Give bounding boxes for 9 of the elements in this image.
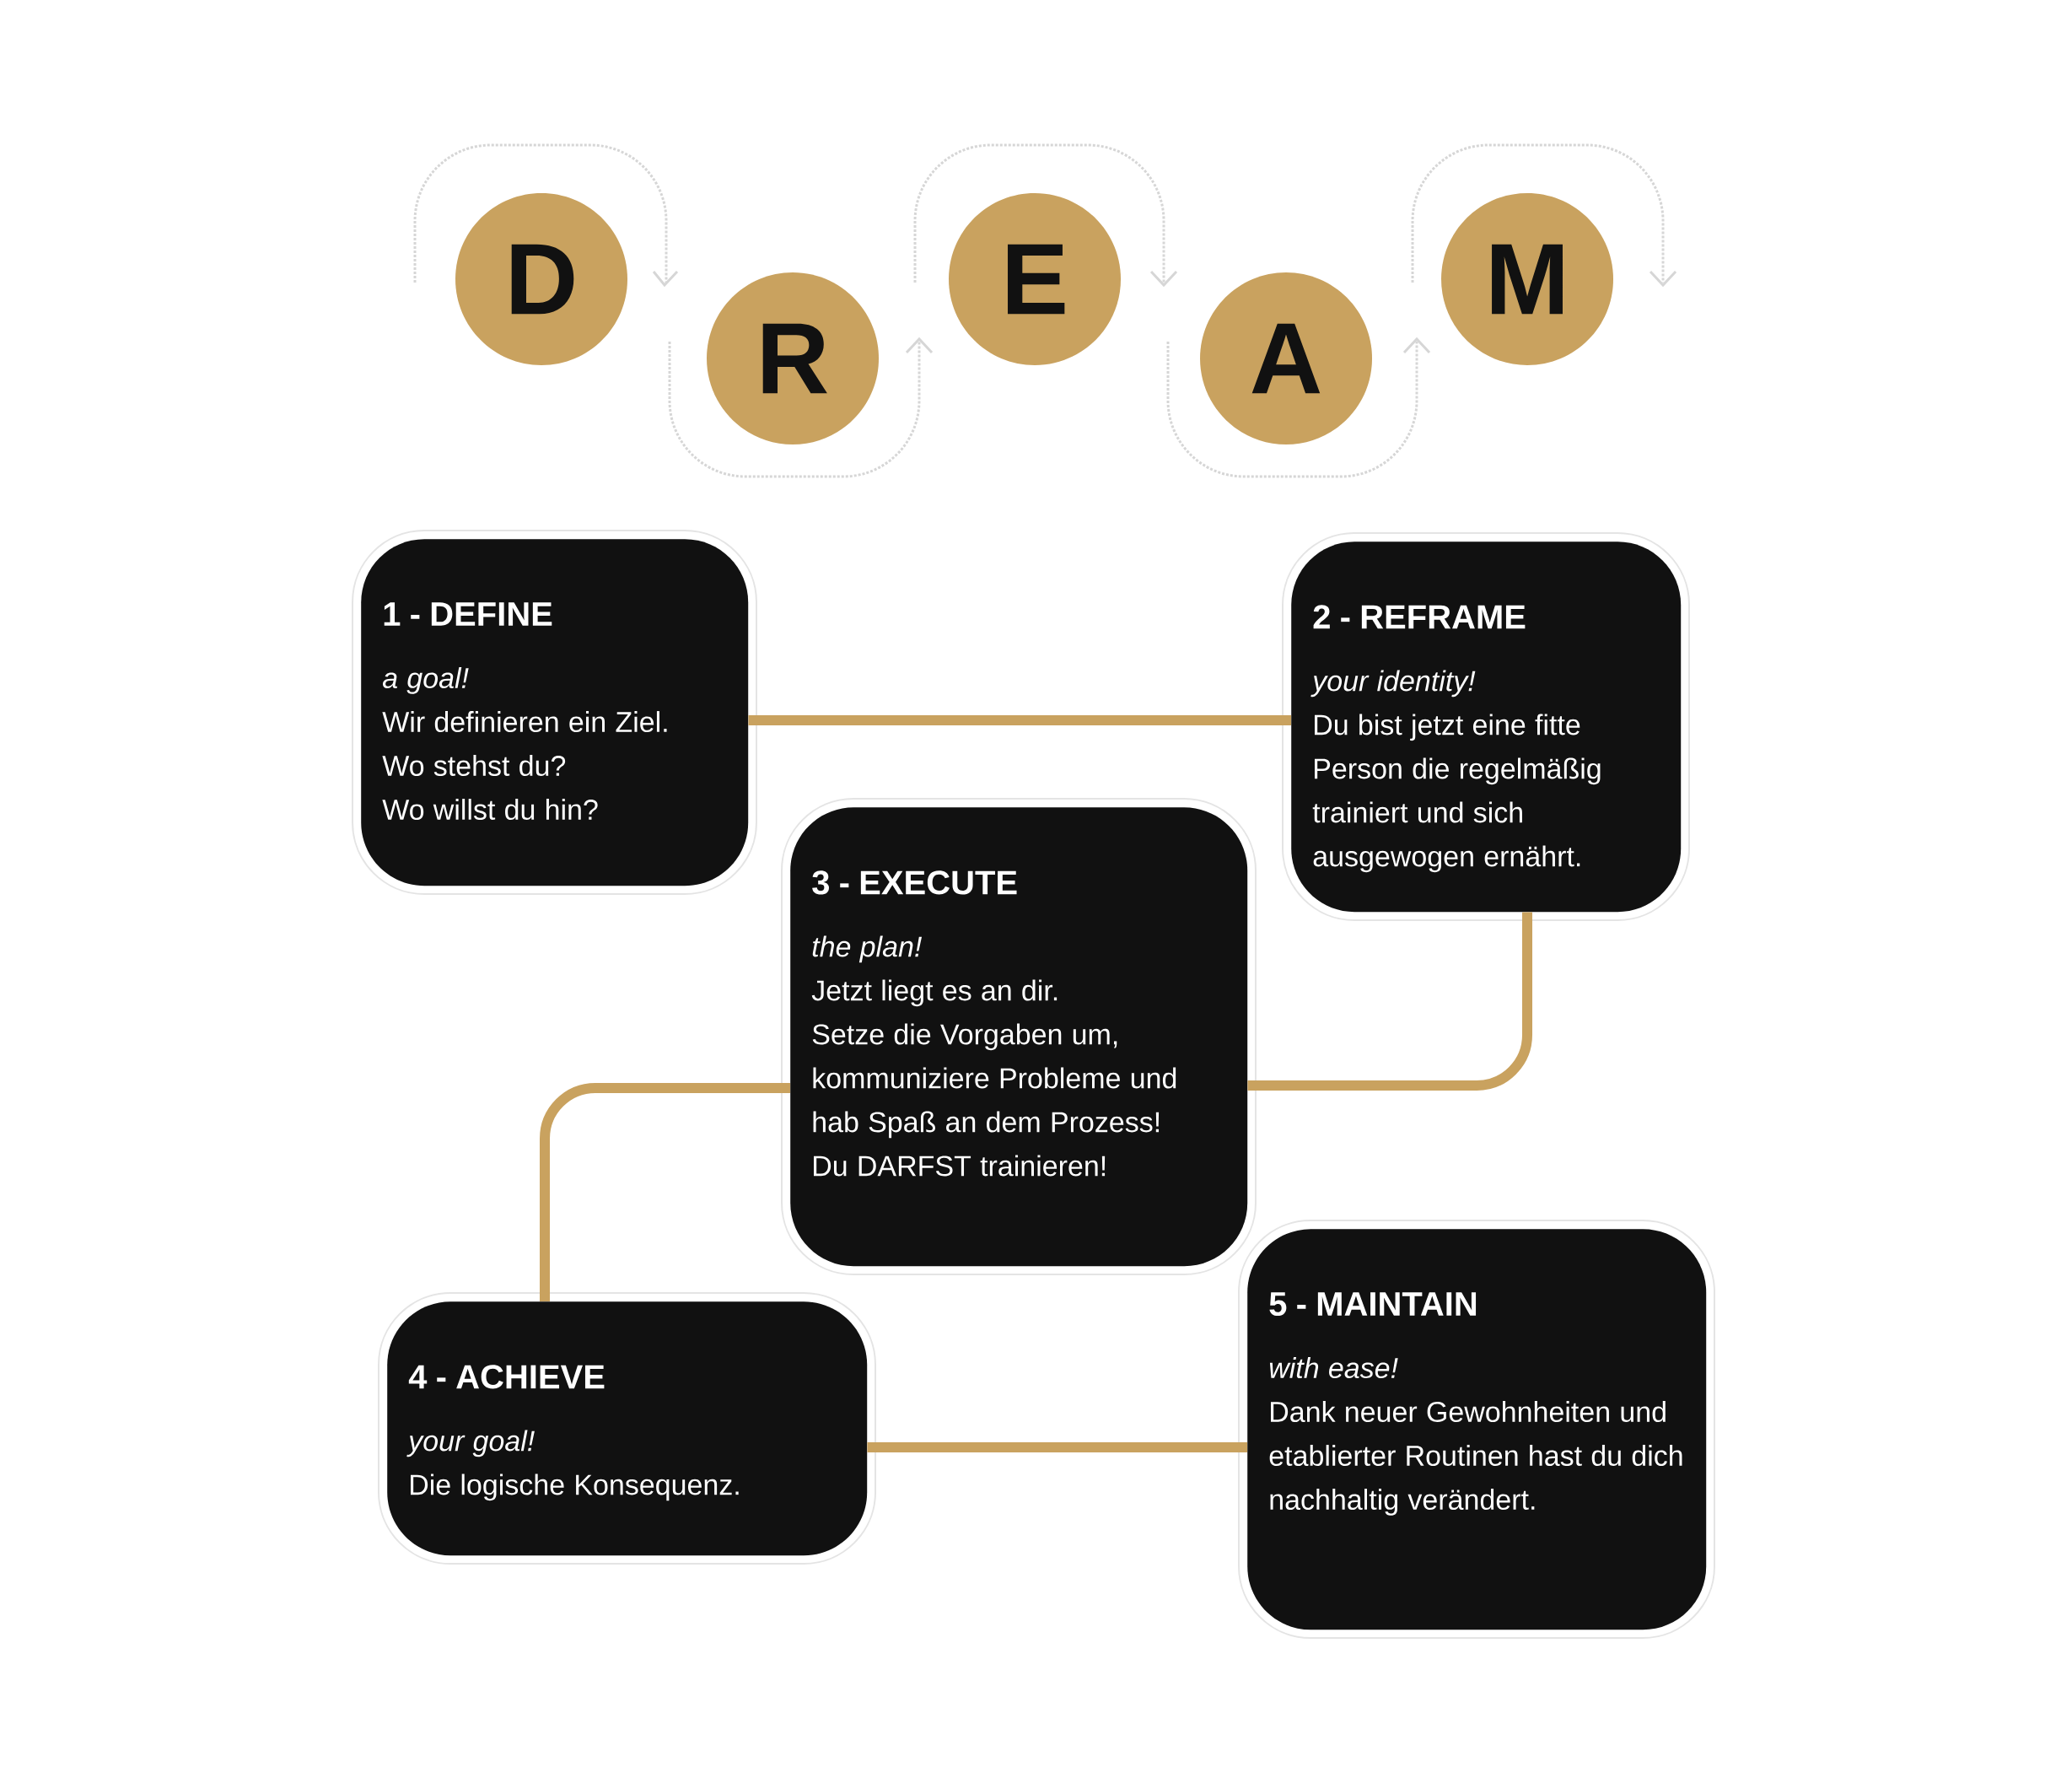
step-card: 2 - REFRAME your identity! Du bist jetzt eine fitte Person die regelmäßig trainiert und sich ausgewogen ernährt. [1282,532,1690,921]
step-card: 5 - MAINTAIN with ease! Dank neuer Gewohnheiten und etablierter Routinen hast du dich nachhaltig verändert. [1238,1220,1715,1639]
step-card: 3 - EXECUTE the plan! Jetzt liegt es an dir. Setze die Vorgaben um, kommuniziere Probleme und hab Spaß an dem Prozess! Du DARFST trainieren! [781,798,1257,1275]
connector-line [748,715,1291,725]
connector-line [540,1083,790,1301]
connector-line [867,1442,1247,1452]
connector-line [1247,912,1532,1091]
step-card: 1 - DEFINE a goal! Wir definieren ein Ziel. Wo stehst du? Wo willst du hin? [352,530,757,895]
step-card: 4 - ACHIEVE your goal! Die logische Konsequenz. [378,1292,876,1565]
